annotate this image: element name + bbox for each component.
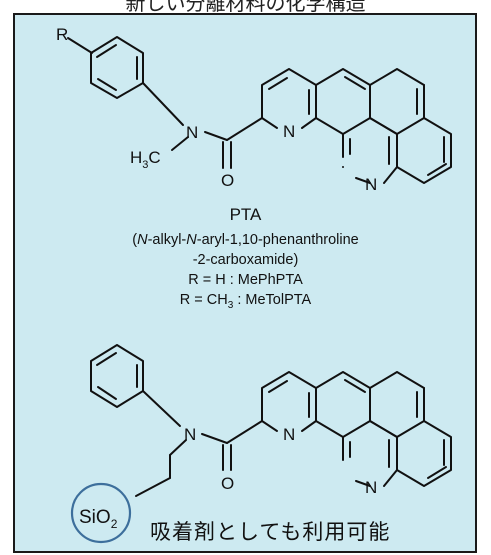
variant-metolpta: R = CH3 : MeTolPTA <box>179 292 312 311</box>
carbonyl-oxygen-label: O <box>221 171 234 190</box>
ring-nitrogen-10-label-2: N <box>365 478 377 497</box>
methyl-label: H3C <box>130 148 161 171</box>
variant-mephpta: R = H : MePhPTA <box>188 272 303 288</box>
phenyl-ring <box>90 36 144 99</box>
structure-sio2 <box>90 344 452 497</box>
adsorbent-note: 吸着剤としても利用可能 <box>150 520 391 544</box>
amide-nitrogen-label: N <box>186 123 198 142</box>
ring-nitrogen-1-label: N <box>283 122 295 141</box>
amide-nitrogen-label-2: N <box>184 425 196 444</box>
structure-panel <box>13 13 477 553</box>
r-bond <box>67 37 93 54</box>
compound-full-name-line1: (N-alkyl-N-aryl-1,10-phenanthroline <box>132 232 359 248</box>
ring-nitrogen-1-label-2: N <box>283 425 295 444</box>
silica-label: SiO2 <box>79 507 118 531</box>
r-group-label: R <box>56 25 68 44</box>
compound-name: PTA <box>229 205 262 224</box>
phenyl-ring-2 <box>90 344 144 408</box>
silica-support-circle <box>70 482 132 544</box>
structure-pta <box>67 36 452 184</box>
compound-full-name-line2: -2-carboxamide) <box>192 252 299 268</box>
page-title: 新しい分離材料の化学構造 <box>125 0 366 15</box>
ring-nitrogen-10-label: N <box>365 175 377 194</box>
carbonyl-oxygen-label-2: O <box>221 474 234 493</box>
